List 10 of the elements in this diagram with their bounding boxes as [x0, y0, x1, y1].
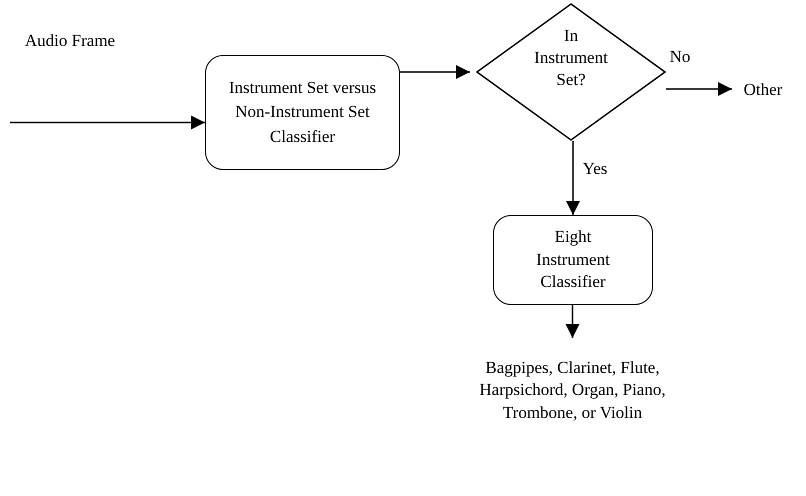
output-text: Other	[738, 78, 788, 102]
process-box: Eight Instrument Classifier	[493, 215, 653, 305]
decision-text: In Instrument Set?	[533, 24, 609, 92]
output-text: Bagpipes, Clarinet, Flute, Harpsichord, Organ, Piano, Trombone, or Violin	[465, 338, 680, 443]
arrow	[566, 141, 580, 215]
arrow	[10, 116, 205, 130]
process-box: Instrument Set versus Non-Instrument Set Classifier	[205, 55, 400, 170]
arrow	[566, 305, 580, 338]
arrow	[666, 82, 732, 96]
arrow	[400, 65, 470, 79]
